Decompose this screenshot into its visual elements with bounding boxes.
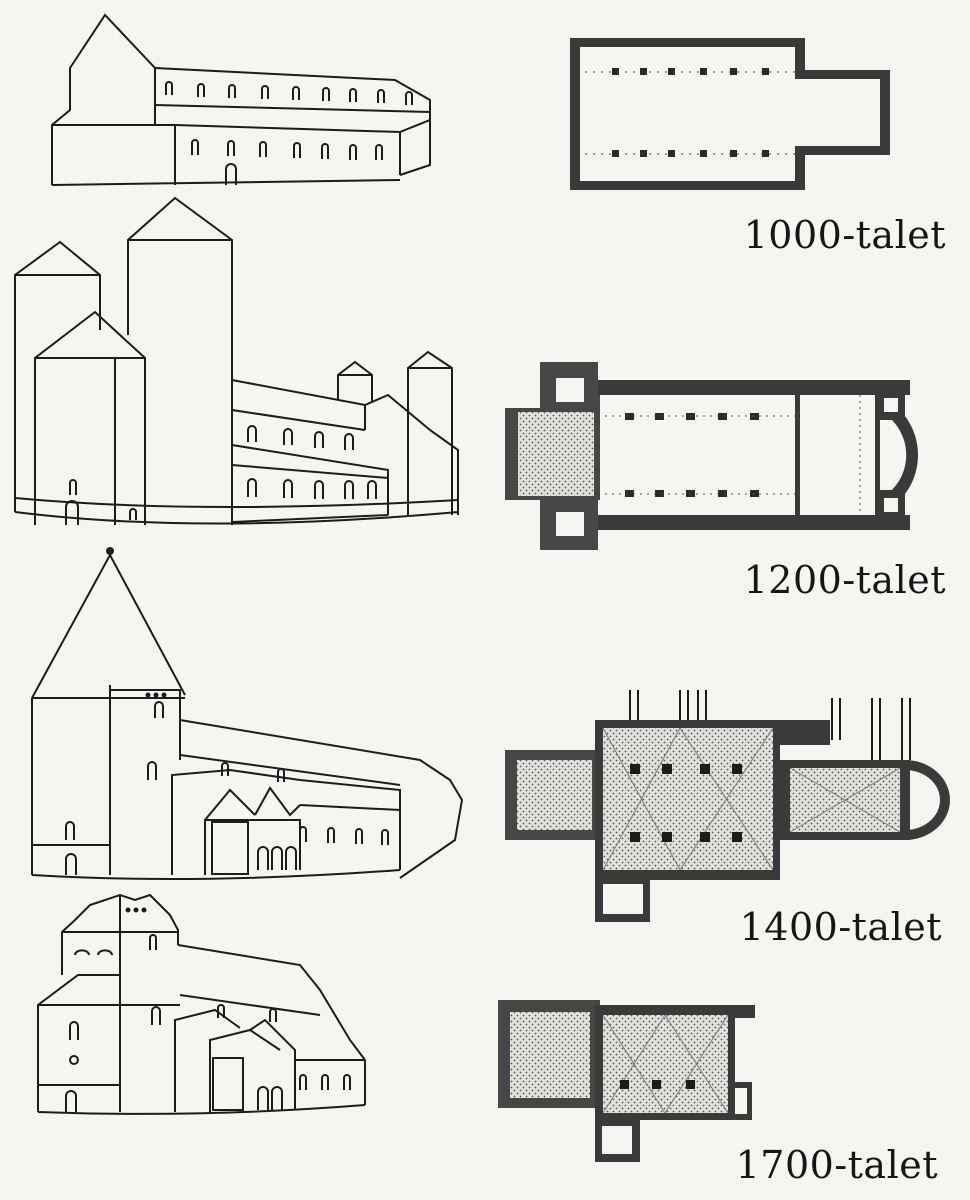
plan-1000: [570, 38, 890, 190]
elevation-1400: [31, 547, 464, 880]
plan-1400: [505, 690, 950, 922]
era-label-1000: 1000-talet: [743, 213, 946, 257]
era-label-1200: 1200-talet: [743, 558, 946, 602]
elevation-1200: [14, 196, 459, 525]
windows-lower: [191, 139, 383, 185]
elevation-1000: [51, 13, 431, 186]
plan-1700: [498, 1000, 755, 1162]
plan-1200: [505, 362, 918, 550]
elevation-1700: [37, 893, 366, 1115]
era-label-1400: 1400-talet: [739, 905, 942, 949]
era-label-1700: 1700-talet: [735, 1143, 938, 1187]
windows-upper: [165, 81, 413, 105]
